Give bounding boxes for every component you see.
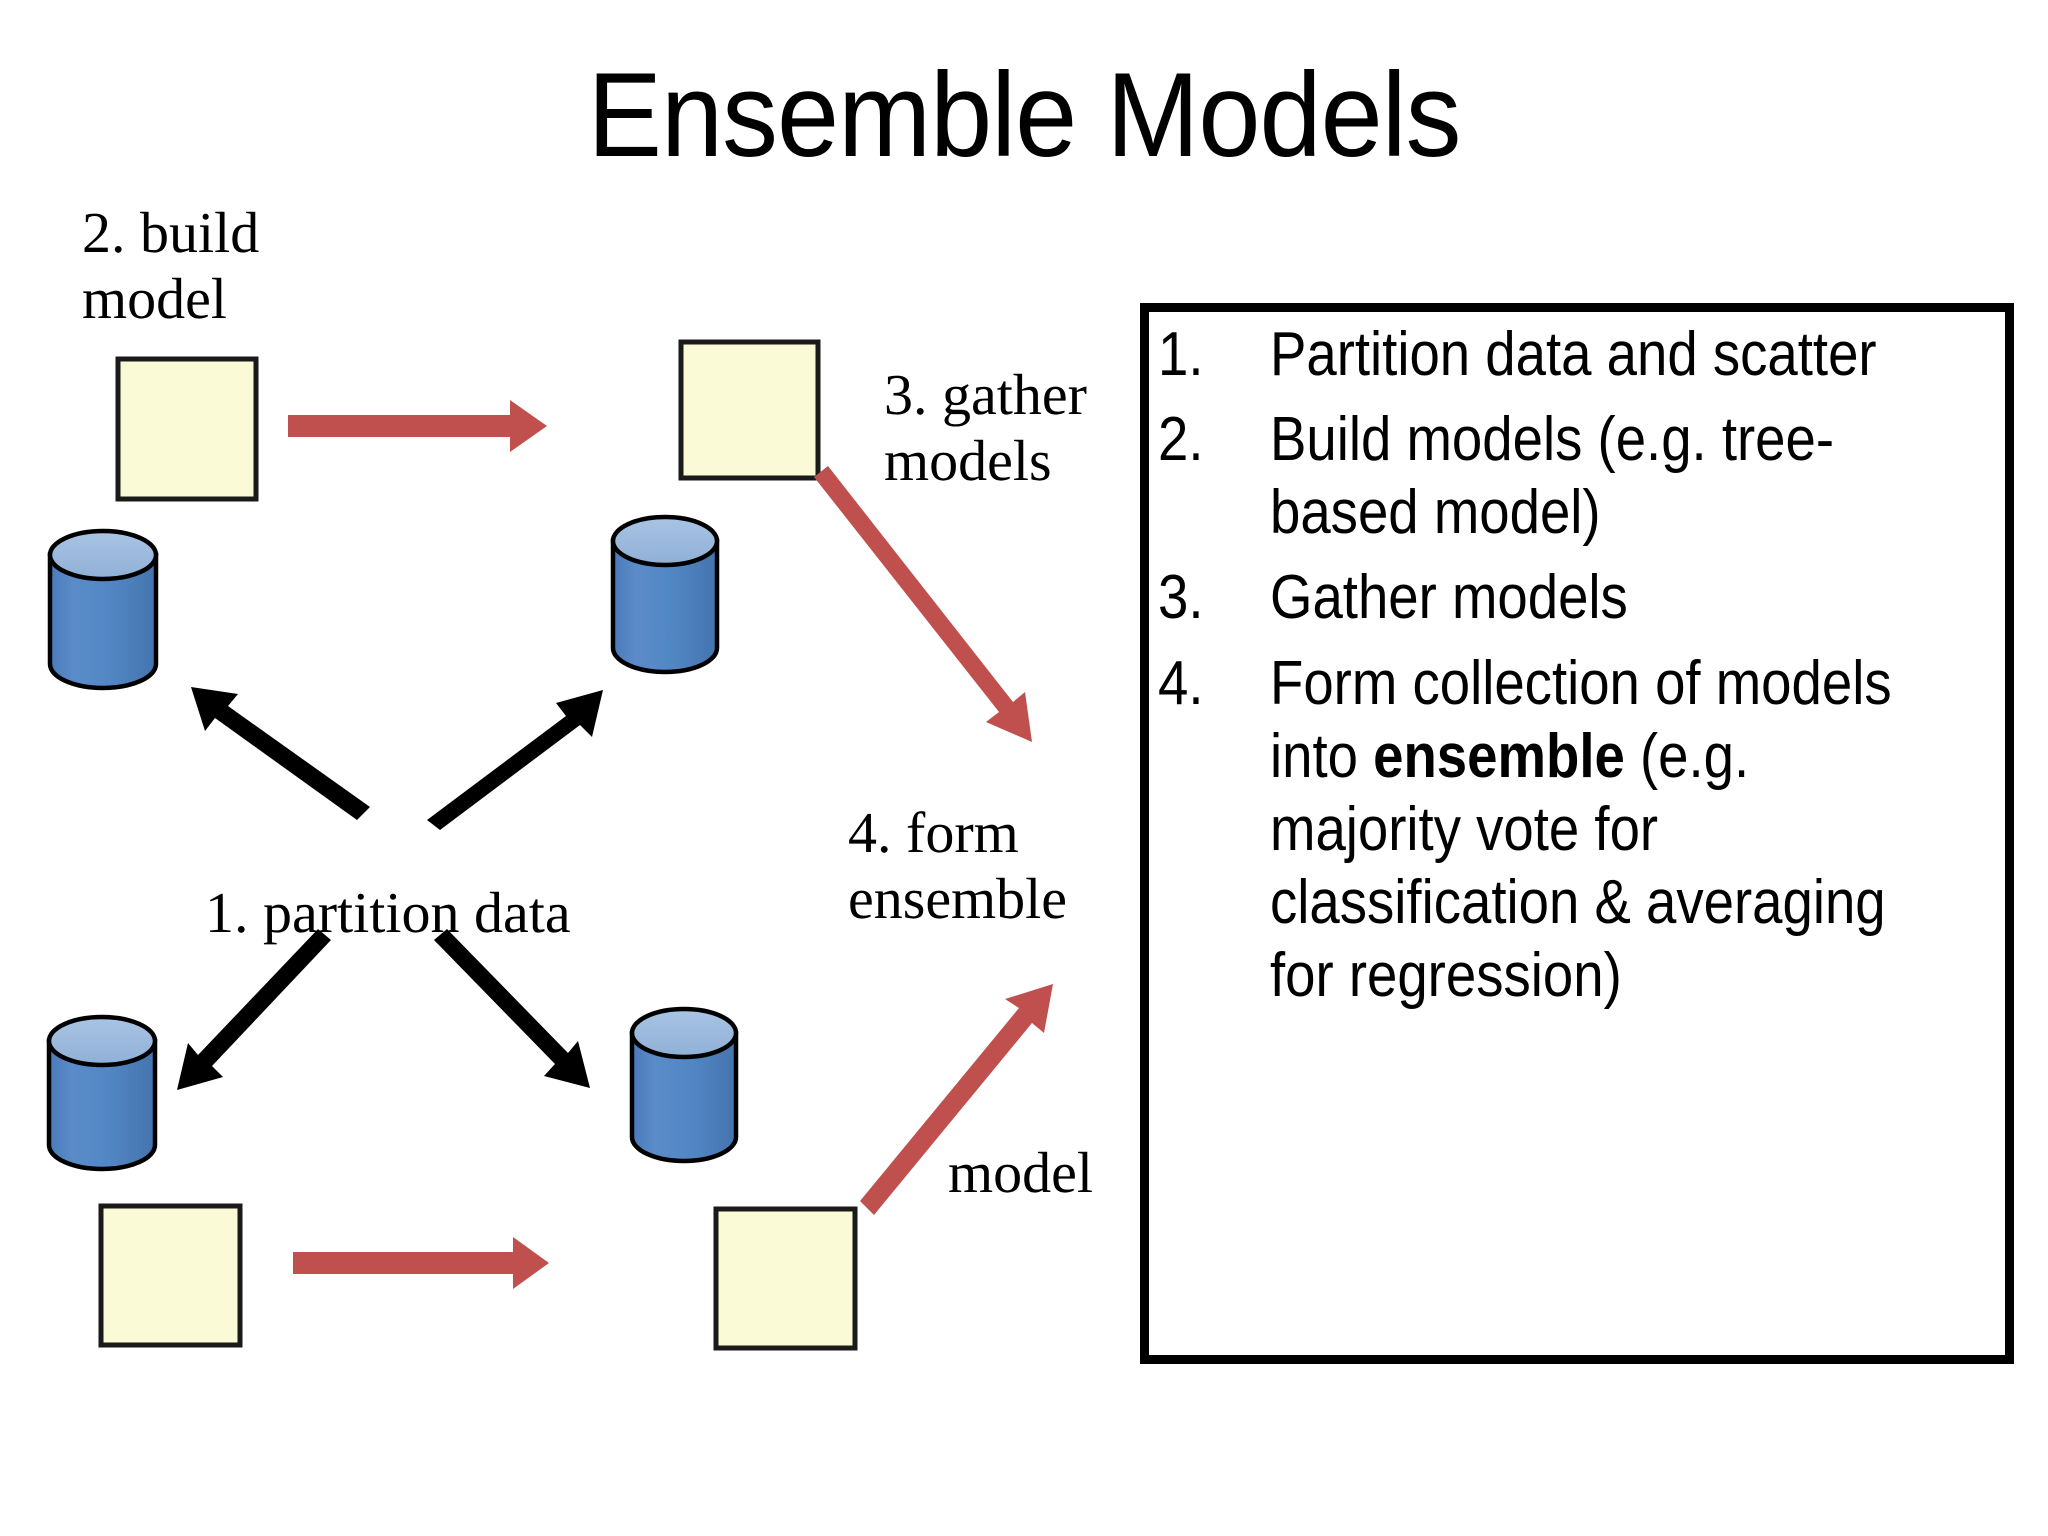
black-arrow-partition-down-right [434,929,590,1088]
label-partition-data: 1. partition data [205,880,571,945]
label-model: model [948,1140,1093,1205]
model-box-top-right [678,339,821,481]
red-arrow-build-model-top [288,400,547,452]
label-gather-models: 3. gather models [884,362,1087,493]
red-arrow-form-ensemble [860,984,1053,1215]
page-title: Ensemble Models [587,48,1461,182]
database-cylinder-top-right [610,514,720,675]
list-item-number: 4. [1158,648,1204,718]
label-build-model: 2. build model [82,200,260,331]
red-arrow-gather-models [814,466,1032,742]
list-item: 1. Partition data and scatter [1158,318,2018,391]
list-item-text: Partition data and scatter [1270,320,1877,389]
list-item-text-rich: Form collection of models into ensemble … [1270,647,1928,1013]
list-item-text-part2: (e.g. majority vote for classification &… [1270,721,1886,1011]
list-item-text: Gather models [1270,563,1628,633]
list-item-number: 2. [1158,405,1204,475]
black-arrow-partition-up-right [427,690,603,830]
database-cylinder-top-left [47,528,159,691]
list-item-number: 1. [1158,320,1204,389]
instruction-box [1140,303,2014,1364]
black-arrow-partition-down-left [177,929,331,1090]
model-box-top-left [115,356,259,502]
instruction-list: 1. Partition data and scatter 2. Build m… [1158,318,2018,1024]
database-cylinder-bottom-right [629,1006,739,1164]
list-item-number: 3. [1158,563,1204,633]
list-item-emphasis: ensemble [1373,721,1625,791]
model-box-bottom-left [98,1203,243,1348]
list-item: 4. Form collection of models into ensemb… [1158,647,2018,1013]
model-box-bottom-right [713,1206,858,1351]
list-item: 2. Build models (e.g. tree-based model) [1158,403,2018,549]
list-item-text-part1: Form collection of models into [1270,648,1892,791]
red-arrow-build-model-bottom [293,1237,549,1289]
database-cylinder-bottom-left [46,1014,158,1172]
black-arrow-partition-up-left [191,687,370,820]
list-item-text: Build models (e.g. tree-based model) [1270,405,1835,548]
label-form-ensemble: 4. form ensemble [848,800,1068,931]
list-item: 3. Gather models [1158,561,2018,634]
